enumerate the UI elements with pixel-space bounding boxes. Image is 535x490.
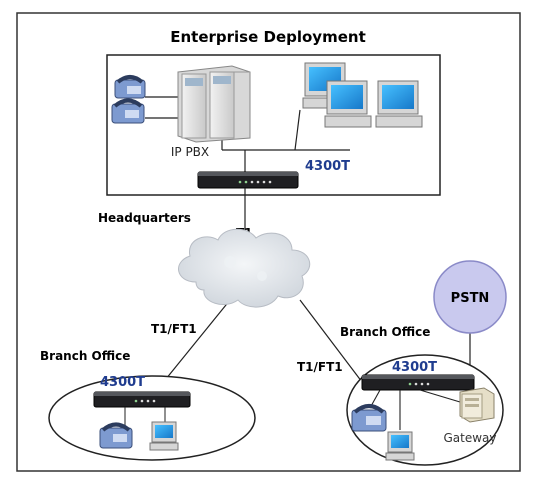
t1ft1-left-label: T1/FT1 (151, 322, 197, 336)
desktop-computer-icon (149, 421, 179, 451)
desktop-computer-icon (324, 80, 372, 128)
headquarters-label: Headquarters (98, 211, 191, 225)
router-icon (361, 374, 475, 391)
server-rack-icon (177, 65, 251, 143)
hq-connections (145, 96, 350, 172)
phone-icon (351, 404, 387, 432)
desktop-computer-icon (385, 431, 415, 461)
phone-icon (114, 75, 146, 99)
pstn-label: PSTN (451, 291, 490, 306)
branch-left-device-label: 4300T (100, 375, 145, 390)
hq-device-label: 4300T (305, 159, 350, 174)
branch-left-label: Branch Office (40, 349, 130, 363)
ip-pbx-label: IP PBX (171, 145, 209, 159)
router-icon (93, 391, 191, 408)
cloud-icon (178, 228, 311, 308)
router-icon (197, 171, 299, 189)
branch-right-label: Branch Office (340, 325, 430, 339)
phone-icon (99, 422, 133, 449)
desktop-computer-icon (375, 80, 423, 128)
gateway-server-icon (459, 387, 495, 423)
phone-icon (111, 98, 145, 124)
gateway-label: Gateway (443, 431, 496, 445)
diagram-title: Enterprise Deployment (170, 28, 366, 46)
desktop-computer-icon (302, 62, 350, 109)
t1ft1-right-label: T1/FT1 (297, 360, 343, 374)
branch-right-device-label: 4300T (392, 360, 437, 375)
pstn-circle (433, 260, 507, 334)
